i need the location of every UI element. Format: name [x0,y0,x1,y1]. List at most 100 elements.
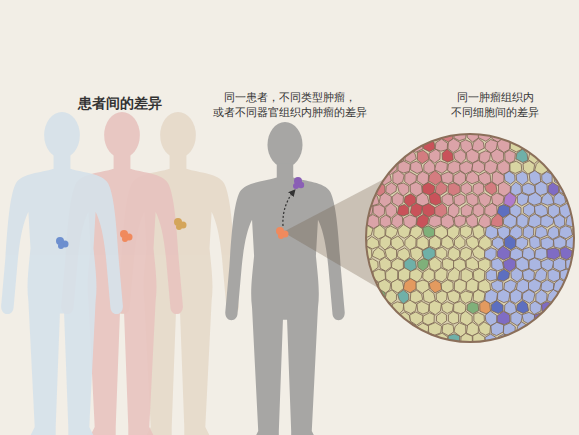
heading-label: 患者间的差异 [20,94,220,113]
cell [548,226,559,239]
cell [473,333,485,346]
cells [354,128,579,357]
cell [472,138,484,151]
cell [436,312,446,324]
cell [410,290,423,302]
cell [541,193,554,206]
cell [497,246,510,260]
cell [510,161,522,173]
cell [399,268,411,282]
cell [536,290,547,304]
cell [392,214,403,228]
cell [461,204,473,216]
cell [504,235,516,249]
cell [504,171,515,184]
cell [528,214,541,228]
cell [392,193,403,207]
cell [541,149,552,163]
cell [466,279,478,293]
tumor [293,177,304,189]
cell [479,322,491,335]
cell [535,268,547,282]
cell [435,268,447,282]
tissue-border [366,134,574,342]
cell [491,214,503,227]
cell [410,203,422,217]
cell [417,301,429,314]
cell [467,345,479,357]
cell [553,215,564,228]
label-text: 患者间的差异 [78,95,162,111]
cell [485,203,498,217]
cell [448,161,461,174]
heading-label: 同一肿瘤组织内 不同细胞间的差异 [431,91,559,121]
cell [441,236,453,249]
cell [541,237,554,250]
cell [429,301,441,315]
cell [548,269,560,282]
cell [423,226,435,238]
cell [435,139,448,151]
tumor [276,227,289,239]
cell [530,236,541,249]
cell [423,313,435,325]
cell [511,182,522,195]
cell [429,215,442,227]
cell [460,291,473,303]
cell [523,269,535,281]
cell [461,333,473,346]
cell [385,313,397,325]
cell [503,214,516,228]
cell [486,270,497,282]
tissue-circle [366,134,574,342]
cell [397,204,409,216]
cell [541,215,554,227]
cell [528,192,541,205]
patient-figure [225,122,344,435]
cell [497,311,510,324]
cell [448,311,458,324]
cell [572,204,579,218]
cell [473,290,485,303]
cell [386,183,397,195]
cell [535,248,548,260]
cell [497,269,509,281]
cell [429,192,441,205]
cell [454,215,466,227]
cell [398,225,411,239]
cell [485,182,497,195]
cell [354,258,366,272]
cell [560,247,572,260]
cell [460,226,472,238]
label-text: 同一患者，不同类型肿瘤， 或者不同器官组织内肿瘤的差异 [213,91,367,119]
cell [441,172,453,184]
cell [447,268,459,282]
cell [511,268,523,282]
cell [447,290,460,303]
cell [516,171,528,185]
cell [442,302,454,314]
cell [472,246,485,259]
cell [454,235,465,249]
tumor [120,230,133,242]
cell [473,182,484,195]
cell [491,280,503,291]
patient-figure [1,112,123,435]
cell [517,300,529,313]
cell [530,301,541,315]
cell [541,280,554,292]
cell [354,215,366,227]
cell [566,280,579,293]
cell [442,149,453,162]
cell [429,236,441,249]
cell [547,248,560,260]
cell [517,193,529,206]
cell [393,171,404,185]
tumor [56,237,69,249]
cell [510,334,522,346]
cell [466,171,479,184]
cell [392,150,404,163]
heading-label: 同一患者，不同类型肿瘤， 或者不同器官组织内肿瘤的差异 [204,91,376,121]
cell [454,194,465,206]
